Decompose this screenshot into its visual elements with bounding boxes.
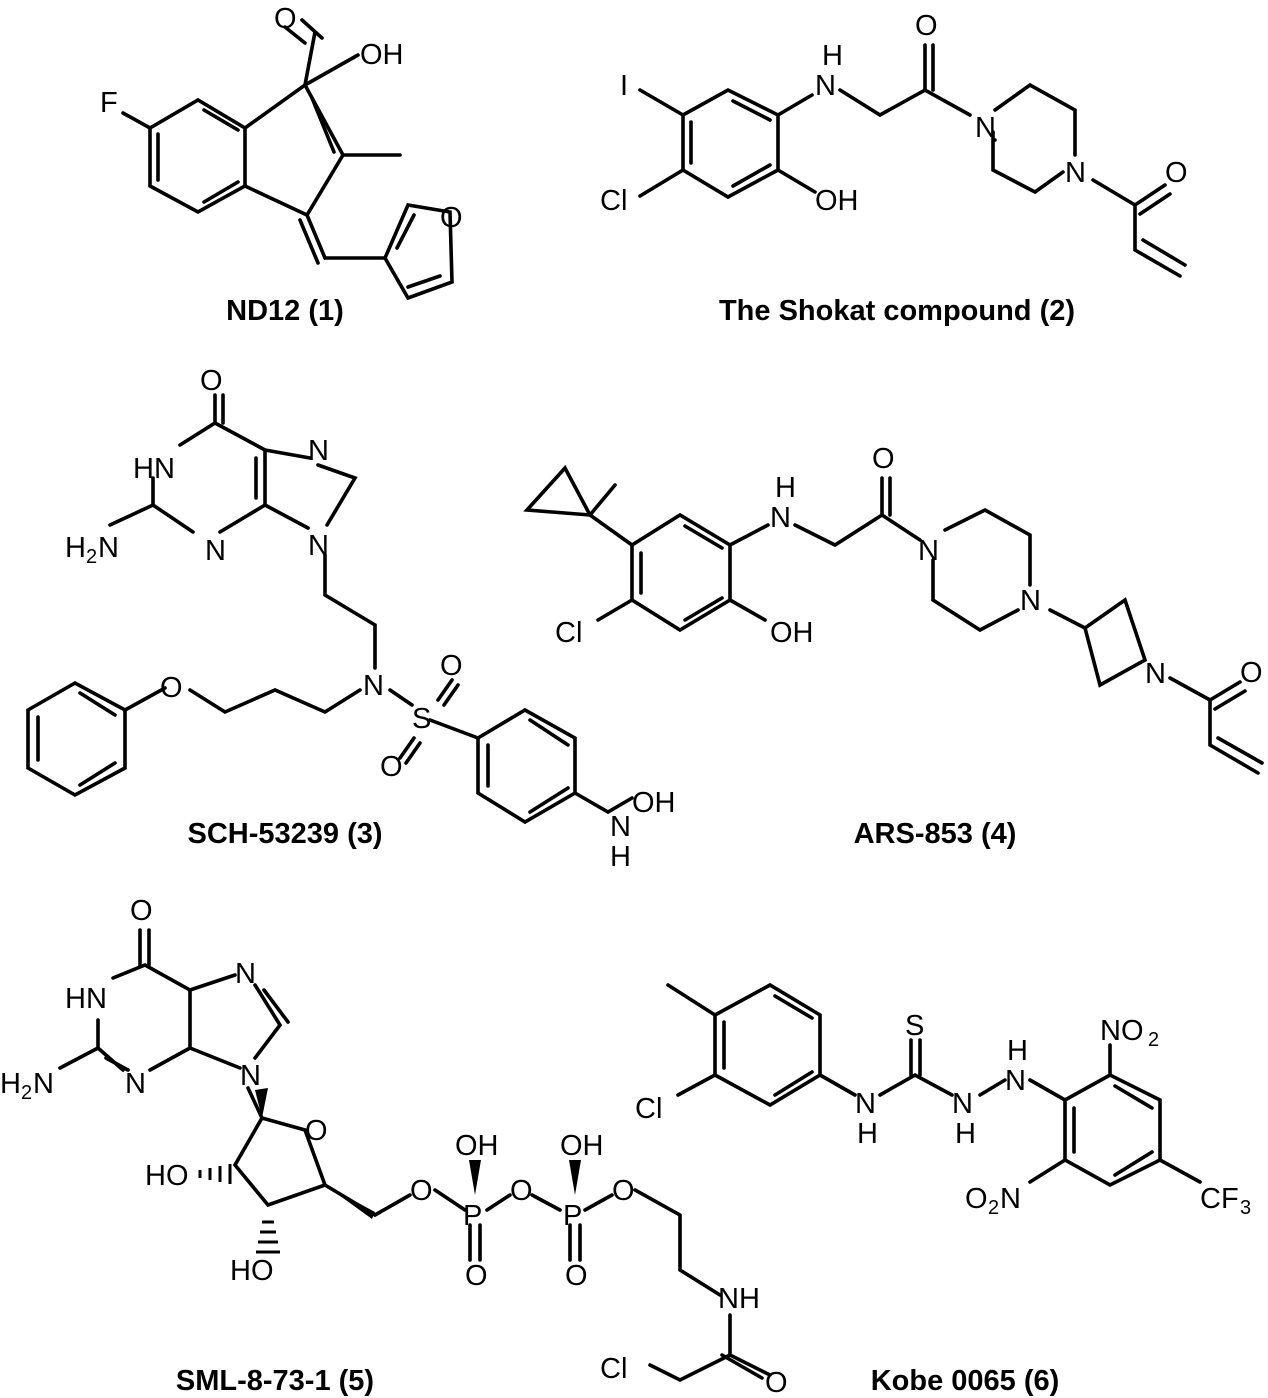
- chlorine-atom: Cl: [600, 185, 627, 217]
- piperazine-nitrogen-1: N: [975, 112, 996, 144]
- amine-hydrogen: H: [822, 40, 843, 72]
- hydrazine-nitrogen-1: N: [952, 1088, 973, 1120]
- furan-oxygen-atom: O: [440, 202, 463, 234]
- amino-subscript: 2: [86, 546, 97, 568]
- oxygen-atom: O: [274, 3, 297, 35]
- sulfonyl-oxygen-1: O: [440, 650, 463, 682]
- purine-nitrogen-3: N: [125, 1068, 146, 1100]
- acrylamide-oxygen: O: [1165, 157, 1188, 189]
- purine-nitrogen-9: N: [240, 1060, 261, 1092]
- structure-shokat-compound: I Cl OH H N O N N O: [600, 10, 1188, 278]
- purine-nitrogen-9: N: [308, 530, 329, 562]
- hydroxylamine-nitrogen: N: [610, 811, 631, 843]
- caption-shokat-compound: The Shokat compound (2): [719, 295, 1075, 327]
- ribose-oxygen: O: [305, 1115, 328, 1147]
- phosphorus-atom-2: P: [563, 1200, 582, 1232]
- hydroxyl-group: OH: [360, 39, 404, 71]
- iodine-atom: I: [620, 70, 628, 102]
- chlorine-atom: Cl: [600, 1353, 627, 1385]
- amino-group: H: [0, 1068, 21, 1100]
- sulfonyl-oxygen-2: O: [380, 751, 403, 783]
- structure-ars-853: Cl OH H N O N N N O: [523, 443, 1264, 775]
- sulfur-atom: S: [412, 703, 431, 735]
- hydroxyl-2-prime: HO: [145, 1160, 189, 1192]
- phosphate-hydroxyl-2: OH: [560, 1130, 604, 1162]
- purine-carbonyl-oxygen: O: [130, 895, 153, 927]
- amine-nitrogen: N: [770, 502, 791, 534]
- trifluoromethyl-subscript: 3: [1240, 1197, 1251, 1219]
- nitro-group-2-nitrogen: N: [1000, 1183, 1021, 1215]
- structure-sch-53239: O HN H 2 N N N N N O S O O OH N H: [26, 365, 676, 873]
- structure-kobe-0065: Cl S N H N H H N NO 2 O 2 N CF 3: [635, 982, 1251, 1219]
- trifluoromethyl-group: CF: [1200, 1183, 1239, 1215]
- hydrazine-hydrogen-2: H: [1007, 1035, 1028, 1067]
- purine-nitrogen-7: N: [235, 958, 256, 990]
- nitro-group-2-oxygen: O: [965, 1183, 988, 1215]
- ester-oxygen: O: [612, 1175, 635, 1207]
- nitro-subscript-2: 2: [988, 1197, 999, 1219]
- purine-nh: HN: [133, 453, 175, 485]
- amino-nitrogen: N: [33, 1068, 54, 1100]
- carbonyl-oxygen: O: [872, 443, 895, 475]
- carbonyl-oxygen: O: [915, 10, 938, 42]
- chlorine-atom: Cl: [555, 617, 582, 649]
- chlorine-atom: Cl: [635, 1093, 662, 1125]
- caption-sml-8-73-1: SML-8-73-1 (5): [176, 1365, 374, 1397]
- caption-nd12: ND12 (1): [226, 295, 344, 327]
- phosphorus-atom-1: P: [463, 1200, 482, 1232]
- structure-sml-8-73-1: O HN H 2 N N N N O HO HO O P OH O O P OH…: [0, 895, 788, 1398]
- structure-nd12: F O OH O: [100, 3, 463, 301]
- purine-nh: HN: [65, 983, 107, 1015]
- acrylamide-oxygen: O: [1240, 657, 1263, 689]
- amide-nh: NH: [718, 1283, 760, 1315]
- hydroxyl-3-prime: HO: [230, 1255, 274, 1287]
- amide-oxygen: O: [765, 1367, 788, 1398]
- hydrazine-nitrogen-2: N: [1005, 1065, 1026, 1097]
- azetidine-nitrogen: N: [1145, 658, 1166, 690]
- sulfonamide-nitrogen: N: [363, 670, 384, 702]
- piperazine-nitrogen-2: N: [1020, 585, 1041, 617]
- piperazine-nitrogen-1: N: [918, 535, 939, 567]
- purine-nitrogen-3: N: [205, 535, 226, 567]
- amino-nitrogen: N: [98, 532, 119, 564]
- piperazine-nitrogen-2: N: [1065, 157, 1086, 189]
- phosphate-oxygen-1: O: [465, 1260, 488, 1292]
- purine-nitrogen-7: N: [308, 435, 329, 467]
- caption-ars-853: ARS-853 (4): [854, 818, 1017, 850]
- caption-kobe-0065: Kobe 0065 (6): [871, 1365, 1060, 1397]
- thiourea-nitrogen: N: [855, 1088, 876, 1120]
- fluorine-atom: F: [100, 87, 118, 119]
- amine-nitrogen: N: [815, 70, 836, 102]
- ether-oxygen: O: [160, 672, 183, 704]
- thiourea-hydrogen: H: [857, 1118, 878, 1150]
- bridging-oxygen-1: O: [410, 1175, 433, 1207]
- hydroxylamine-hydrogen: H: [610, 841, 631, 873]
- amino-subscript: 2: [21, 1082, 32, 1104]
- amino-group: H: [65, 532, 86, 564]
- nitro-group-1: NO: [1100, 1015, 1144, 1047]
- phosphate-hydroxyl-1: OH: [455, 1130, 499, 1162]
- nitro-subscript-1: 2: [1148, 1029, 1159, 1051]
- hydrazine-hydrogen-1: H: [955, 1118, 976, 1150]
- thiocarbonyl-sulfur: S: [905, 1010, 924, 1042]
- amine-hydrogen: H: [775, 472, 796, 504]
- purine-carbonyl-oxygen: O: [200, 365, 223, 397]
- hydroxyl-group: OH: [815, 185, 859, 217]
- bridging-oxygen-2: O: [510, 1175, 533, 1207]
- hydroxyl-group: OH: [770, 617, 814, 649]
- phosphate-oxygen-2: O: [565, 1260, 588, 1292]
- caption-sch-53239: SCH-53239 (3): [187, 818, 382, 850]
- hydroxylamine-oh: OH: [632, 787, 676, 819]
